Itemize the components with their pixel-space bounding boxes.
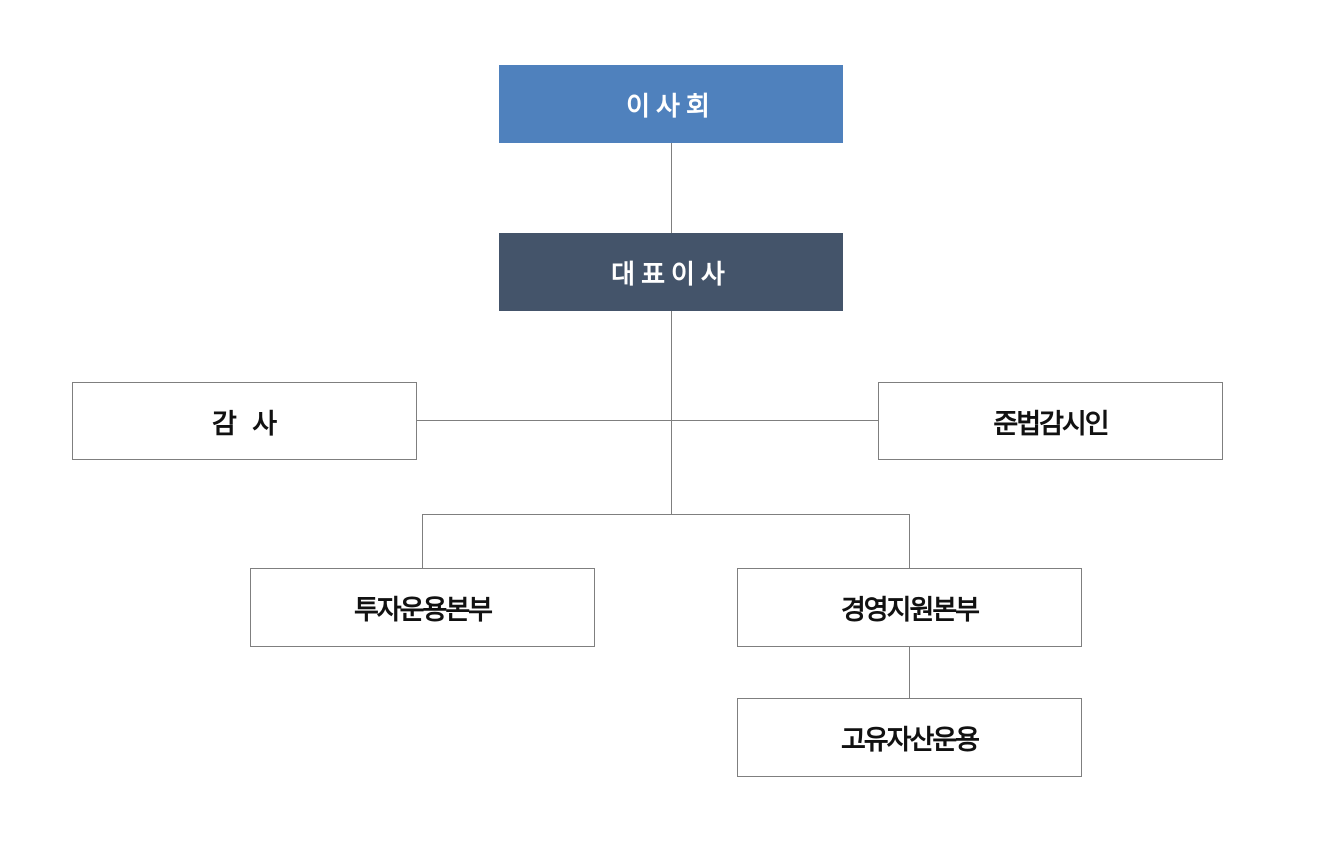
investment-division-box: 투자운용본부 [250, 568, 595, 647]
connector-investment [422, 514, 423, 568]
auditor-box: 감 사 [72, 382, 417, 460]
connector-auditor-compliance [417, 420, 878, 421]
connector-divisions [422, 514, 910, 515]
auditor-label: 감 사 [211, 408, 278, 440]
ceo-box: 대표이사 [499, 233, 843, 311]
connector-proprietary [909, 647, 910, 698]
compliance-officer-label: 준법감시인 [993, 408, 1109, 440]
connector-management [909, 514, 910, 568]
proprietary-investment-label: 고유자산운용 [840, 725, 980, 756]
connector-board-ceo [671, 143, 672, 233]
board-box: 이사회 [499, 65, 843, 143]
management-division-box: 경영지원본부 [737, 568, 1082, 647]
ceo-label: 대표이사 [611, 259, 731, 290]
connector-ceo-trunk [671, 311, 672, 514]
compliance-officer-box: 준법감시인 [878, 382, 1223, 460]
proprietary-investment-box: 고유자산운용 [737, 698, 1082, 777]
management-division-label: 경영지원본부 [840, 595, 980, 626]
investment-division-label: 투자운용본부 [353, 595, 493, 626]
board-label: 이사회 [626, 91, 716, 122]
